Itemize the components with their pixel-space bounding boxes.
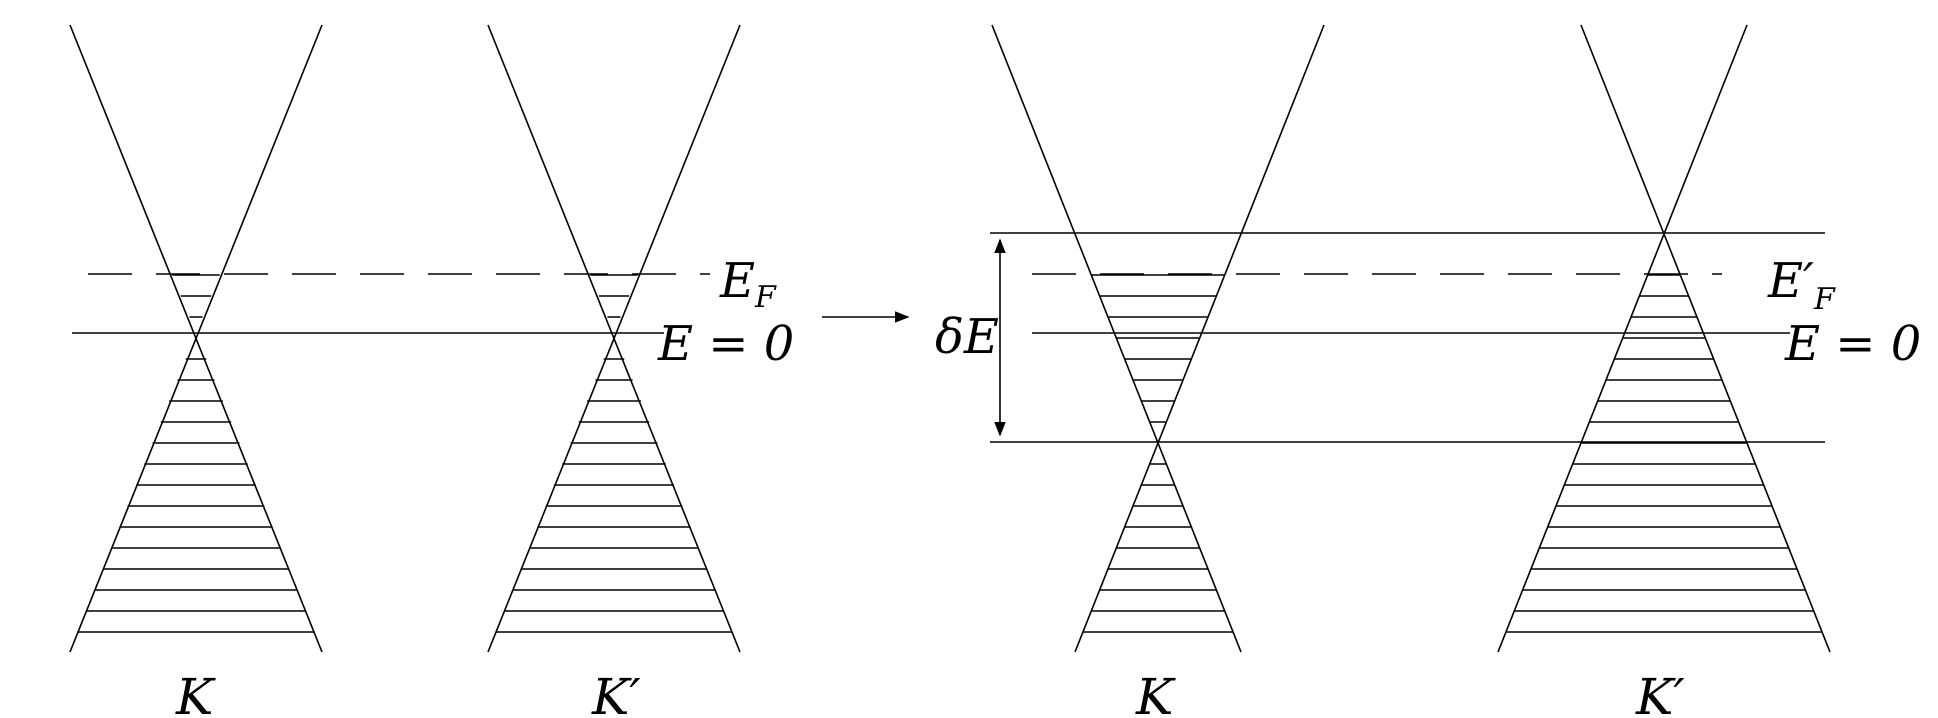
right-K-cone — [991, 24, 1325, 653]
left-panel — [69, 24, 741, 653]
right-Kprime-label: K′ — [1635, 668, 1685, 718]
delta-e-label: δE — [935, 309, 999, 365]
right-fermi-label: E′F — [1767, 253, 1836, 317]
left-Kprime-cone — [487, 24, 741, 653]
left-zero-label: E = 0 — [657, 316, 794, 372]
right-K-label: K — [1135, 668, 1176, 718]
left-K-cone — [69, 24, 323, 653]
right-Kprime-cone — [1497, 24, 1831, 653]
right-panel — [990, 24, 1831, 653]
right-K-cone-edge — [1074, 24, 1325, 653]
left-K-label: K — [175, 668, 216, 718]
right-zero-label: E = 0 — [1784, 316, 1921, 372]
right-K-cone-edge — [991, 24, 1242, 653]
left-fermi-label: EF — [719, 253, 777, 315]
left-Kprime-label: K′ — [591, 668, 641, 718]
